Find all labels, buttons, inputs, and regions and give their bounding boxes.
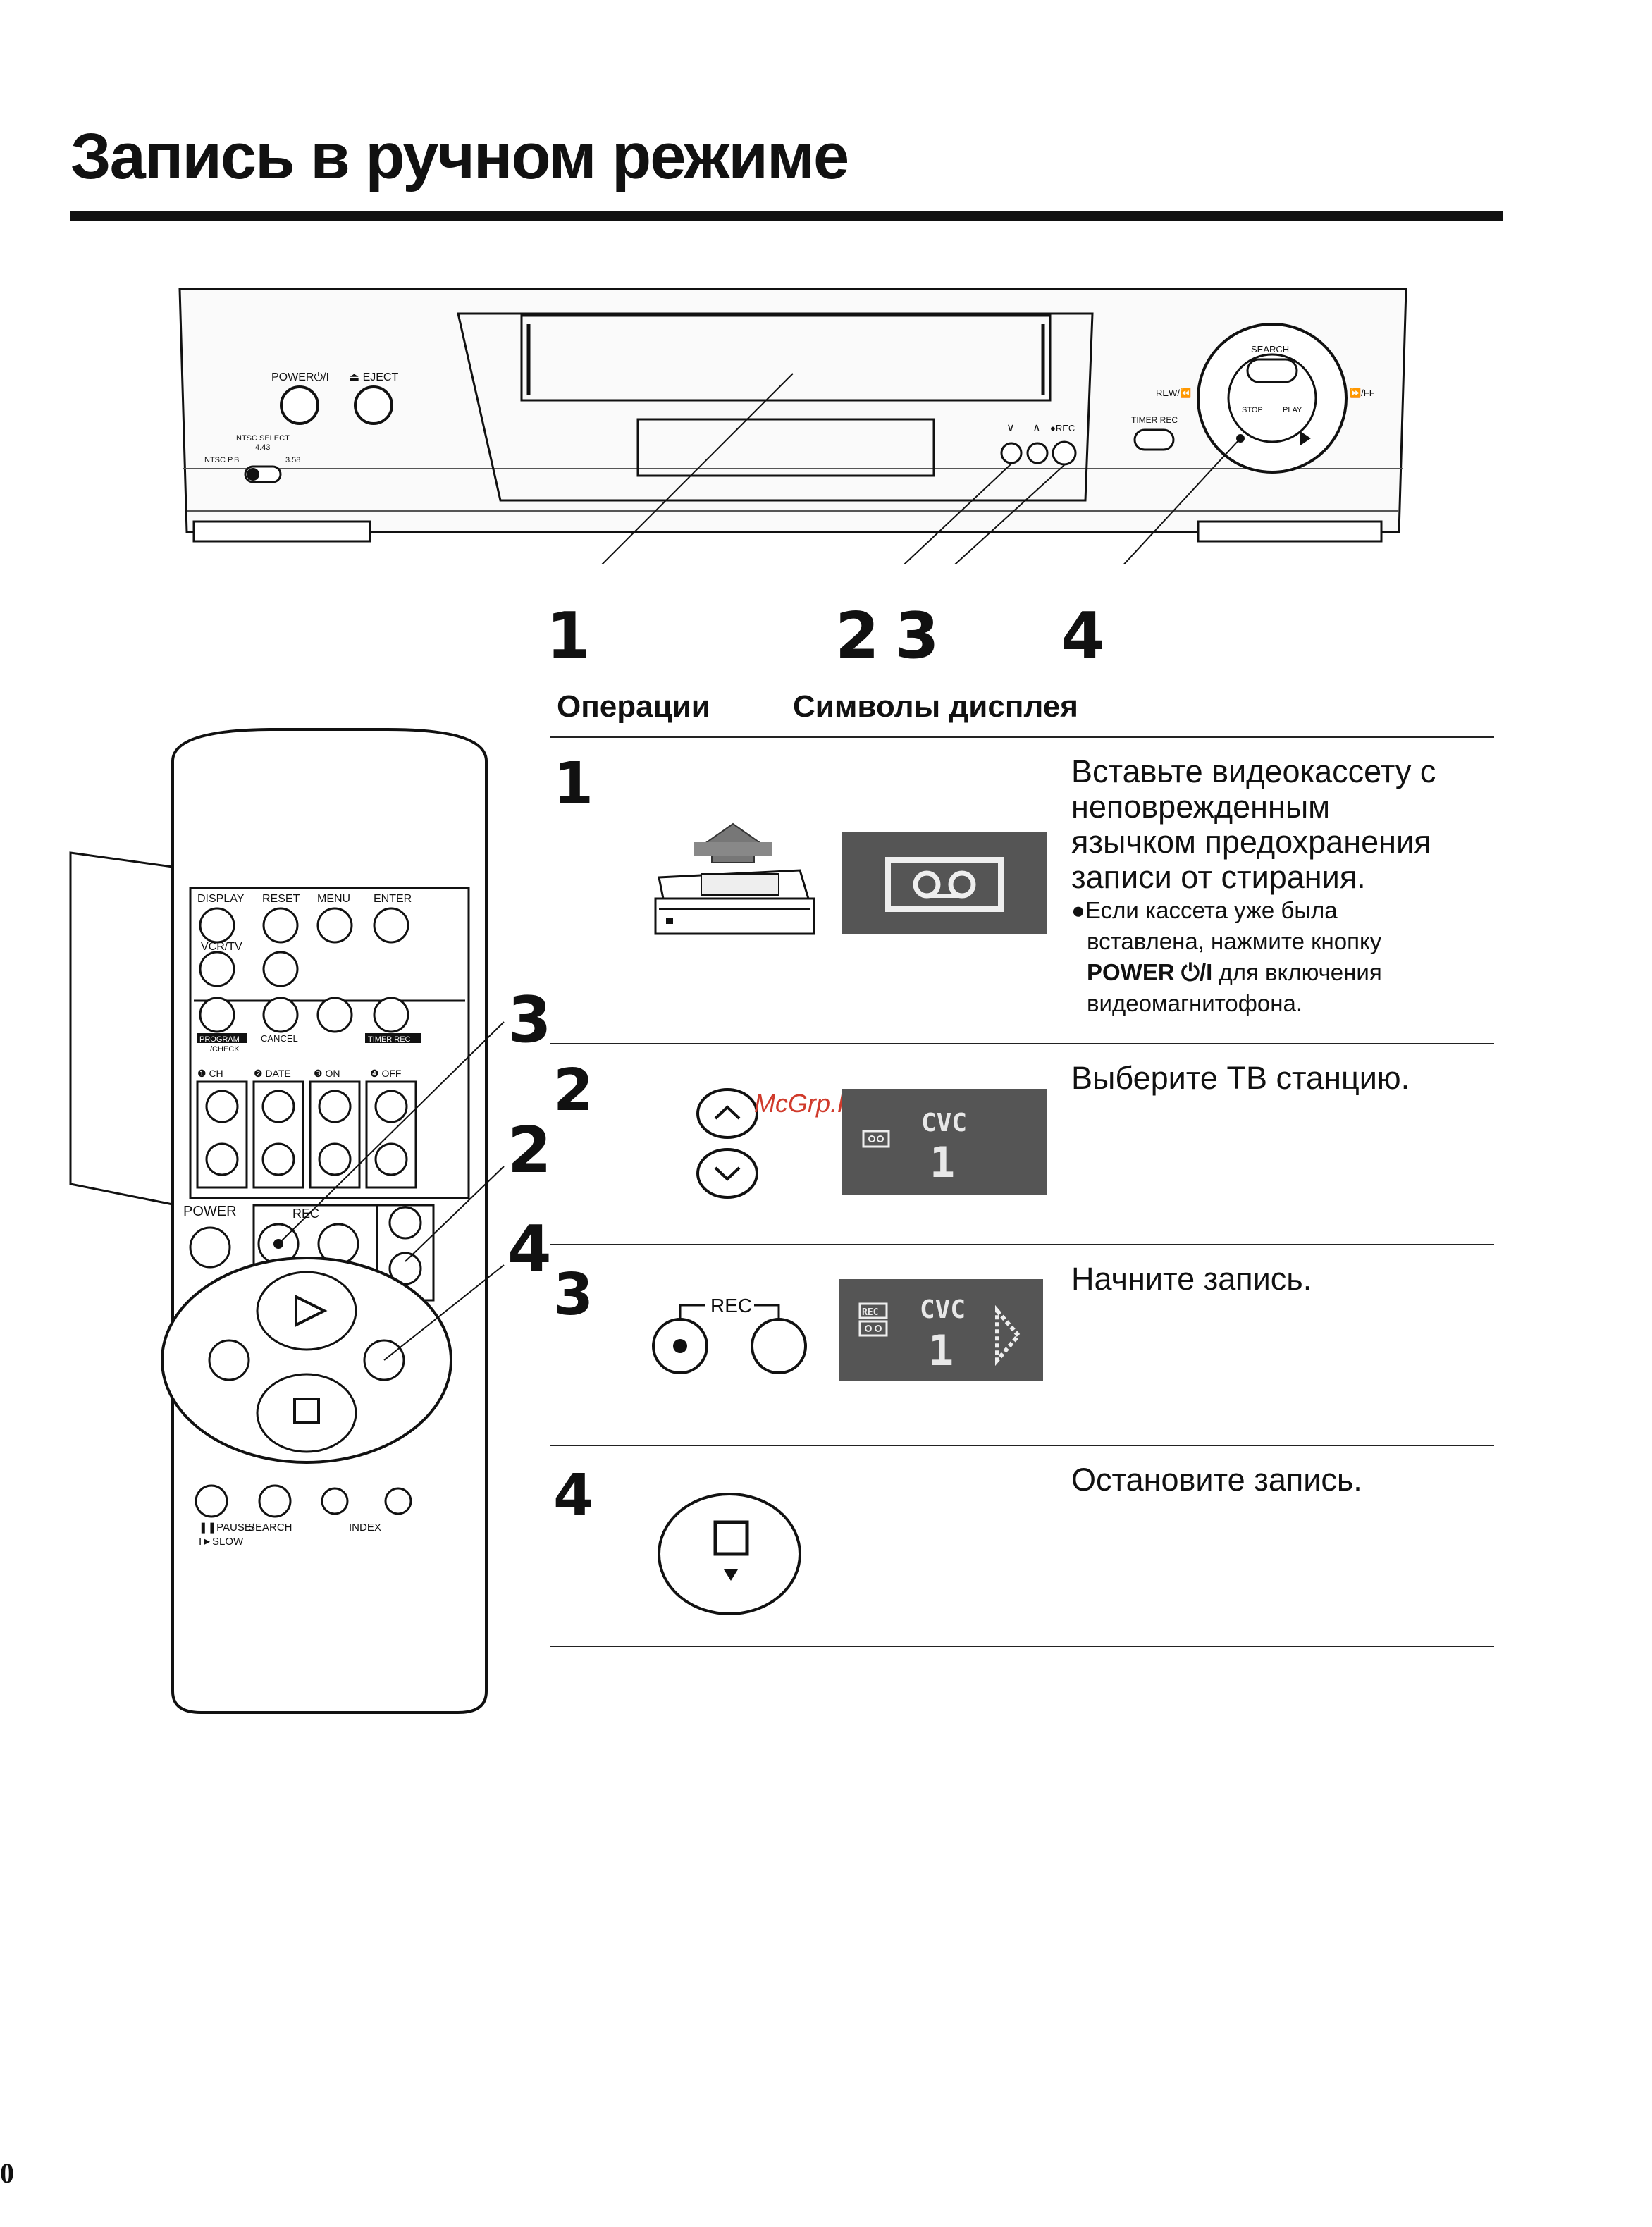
row-rule-4 bbox=[550, 1646, 1494, 1647]
lcd-channel-step2: 1 bbox=[930, 1138, 955, 1187]
callout-3: 3 bbox=[895, 599, 939, 673]
step-1-note-line-4: видеомагнитофона. bbox=[1087, 990, 1303, 1016]
remote-callout-3: 3 bbox=[507, 983, 552, 1057]
vcr-play-label: PLAY bbox=[1283, 406, 1302, 414]
vcr-rew-label: REW/⏪ bbox=[1156, 388, 1191, 398]
step-1-text: Вставьте видеокассету с неповрежденным я… bbox=[1071, 754, 1494, 895]
remote-menu-label: MENU bbox=[317, 893, 350, 905]
vcr-eject-label: ⏏ EJECT bbox=[349, 371, 398, 383]
step-1-note-line-3: POWER ⏻/I для включения bbox=[1071, 957, 1494, 988]
page-title: Запись в ручном режиме bbox=[70, 121, 849, 192]
lcd-channel-step3: 1 bbox=[928, 1326, 954, 1376]
remote-off-label: ❹ OFF bbox=[370, 1068, 401, 1079]
vcr-ch-down-label: ∨ bbox=[1006, 422, 1015, 434]
remote-index-label: INDEX bbox=[349, 1522, 381, 1534]
vcr-power-label: POWER⏻/I bbox=[271, 371, 329, 383]
remote-on-label: ❸ ON bbox=[314, 1068, 340, 1079]
callout-1: 1 bbox=[546, 599, 591, 673]
rec-buttons-label: REC bbox=[710, 1295, 752, 1316]
lcd-cvc-step3: CVC bbox=[920, 1295, 966, 1324]
remote-cancel-label: CANCEL bbox=[261, 1033, 298, 1044]
remote-ch-label: ❶ CH bbox=[197, 1068, 223, 1079]
vcr-ntsc-pb: NTSC P.B bbox=[204, 456, 239, 464]
vcr-ntsc-select: NTSC SELECT bbox=[236, 434, 290, 443]
lcd-recording-display: REC CVC 1 bbox=[839, 1279, 1043, 1381]
callout-4: 4 bbox=[1061, 599, 1105, 673]
lcd-cassette-display bbox=[842, 832, 1047, 934]
col-display-header: Символы дисплея bbox=[793, 689, 1078, 724]
remote-program-label: PROGRAM bbox=[199, 1035, 240, 1044]
step-1-note-power: POWER ⏻/I bbox=[1087, 959, 1213, 985]
step-1-number: 1 bbox=[553, 751, 594, 818]
remote-check-label: /CHECK bbox=[210, 1045, 240, 1054]
step-1-note-line-1: ●Если кассета уже была bbox=[1071, 897, 1338, 923]
vcr-ch-up-label: ∧ bbox=[1032, 422, 1041, 434]
lcd-cvc-step2: CVC bbox=[921, 1109, 967, 1137]
vcr-ff-label: ⏩/FF bbox=[1350, 388, 1375, 398]
step-1-note-line-2: вставлена, нажмите кнопку bbox=[1087, 928, 1382, 954]
vcr-ntsc-443: 4.43 bbox=[255, 443, 270, 452]
remote-power-label: POWER bbox=[183, 1204, 237, 1219]
row-rule-3 bbox=[550, 1445, 1494, 1446]
step-1-note: ●Если кассета уже была вставлена, нажмит… bbox=[1071, 895, 1494, 1019]
vcr-front-panel-illustration: POWER⏻/I ⏏ EJECT NTSC SELECT 4.43 NTSC P… bbox=[178, 288, 1407, 564]
vcr-stop-label: STOP bbox=[1242, 406, 1263, 414]
row-rule-2 bbox=[550, 1244, 1494, 1245]
vcr-search-label: SEARCH bbox=[1251, 344, 1289, 354]
page-number: 0 bbox=[0, 2157, 14, 2189]
remote-callout-4: 4 bbox=[507, 1212, 552, 1286]
step-1-line-4: записи от стирания. bbox=[1071, 859, 1366, 895]
remote-timer-rec-label: TIMER REC bbox=[368, 1035, 411, 1044]
lcd-channel-display: CVC 1 bbox=[842, 1089, 1047, 1195]
cassette-insert-illustration bbox=[654, 822, 815, 935]
step-1-line-2: неповрежденным bbox=[1071, 789, 1331, 825]
channel-up-down-buttons bbox=[696, 1088, 758, 1199]
callout-2: 2 bbox=[835, 599, 880, 673]
step-3-text: Начните запись. bbox=[1071, 1261, 1312, 1297]
vcr-timer-rec-label: TIMER REC bbox=[1131, 415, 1178, 425]
header-rule bbox=[550, 736, 1494, 738]
step-4-text: Остановите запись. bbox=[1071, 1462, 1362, 1498]
remote-search-label: SEARCH bbox=[248, 1522, 292, 1534]
remote-display-label: DISPLAY bbox=[197, 893, 245, 905]
title-rule bbox=[70, 211, 1503, 221]
col-operations-header: Операции bbox=[557, 689, 710, 724]
row-rule-1 bbox=[550, 1043, 1494, 1044]
step-2-number: 2 bbox=[553, 1057, 594, 1124]
step-2-text: Выберите ТВ станцию. bbox=[1071, 1060, 1410, 1096]
remote-control-illustration: DISPLAY RESET MENU ENTER VCR/TV PROGRAM … bbox=[69, 728, 505, 1714]
step-1-line-3: язычком предохранения bbox=[1071, 824, 1431, 860]
rec-buttons-illustration: REC bbox=[652, 1295, 807, 1374]
remote-date-label: ❷ DATE bbox=[254, 1068, 291, 1079]
step-1-note-line-3-rest: для включения bbox=[1212, 959, 1382, 985]
remote-reset-label: RESET bbox=[262, 893, 300, 905]
step-1-line-1: Вставьте видеокассету с bbox=[1071, 753, 1436, 789]
remote-slow-label: I►SLOW bbox=[199, 1536, 244, 1548]
remote-vcrtv-label: VCR/TV bbox=[201, 941, 242, 953]
step-3-number: 3 bbox=[553, 1261, 594, 1328]
remote-pause-label: ❚❚PAUSE/ bbox=[199, 1522, 255, 1534]
remote-rec-label: REC bbox=[292, 1207, 319, 1221]
lcd-rec-indicator: REC bbox=[862, 1307, 878, 1318]
remote-callout-2: 2 bbox=[507, 1114, 552, 1187]
vcr-ntsc-358: 3.58 bbox=[285, 456, 300, 464]
remote-enter-label: ENTER bbox=[374, 893, 412, 905]
step-4-number: 4 bbox=[553, 1462, 594, 1529]
vcr-rec-label: ●REC bbox=[1050, 423, 1075, 433]
stop-button-illustration bbox=[658, 1493, 801, 1615]
